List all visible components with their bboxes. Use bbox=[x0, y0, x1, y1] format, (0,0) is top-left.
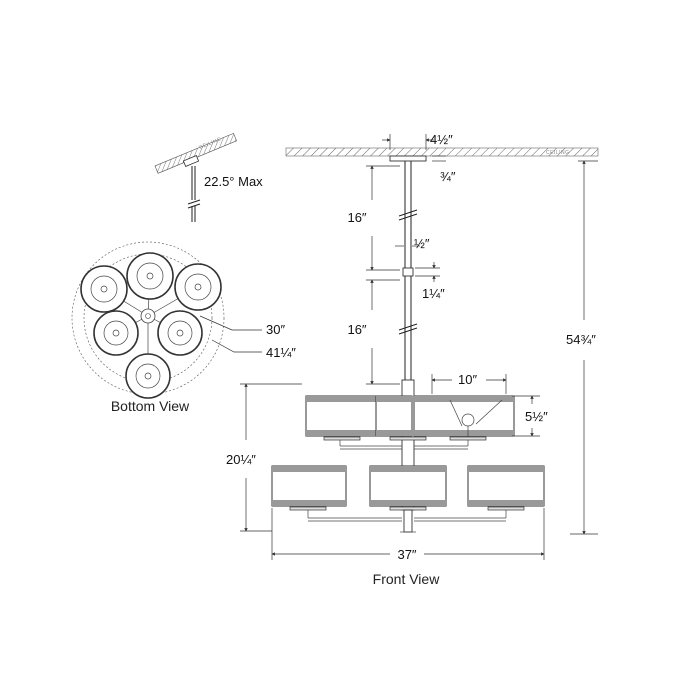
lower-shade-center bbox=[369, 465, 447, 507]
upper-shade-right bbox=[413, 395, 515, 438]
shade-middle-right bbox=[157, 310, 203, 356]
lower-stem-dimension: 16″ bbox=[347, 322, 366, 337]
front-view-caption: Front View bbox=[373, 571, 441, 587]
tilt-detail: CEILING 22.5° Max bbox=[154, 132, 263, 222]
shade-middle-left bbox=[93, 310, 139, 356]
inner-circle-dimension: 30″ bbox=[266, 322, 285, 337]
shade-top-left bbox=[80, 265, 128, 313]
overall-width-dimension: 37″ bbox=[397, 547, 416, 562]
canopy bbox=[389, 155, 427, 162]
bottom-view: 30″ 41¼″ Bottom View bbox=[71, 241, 296, 414]
ceiling-label: CEILING bbox=[546, 150, 570, 156]
upper-shade-center bbox=[375, 395, 413, 437]
upper-stem-dimension: 16″ bbox=[347, 210, 366, 225]
tilt-label: 22.5° Max bbox=[204, 174, 263, 189]
front-view: CEILING 4½″ ¾″ 16″ ½″ bbox=[226, 132, 599, 587]
stem-diameter-dimension: ½″ bbox=[414, 236, 430, 251]
inner-circle-leader bbox=[199, 315, 262, 331]
canopy-width-dimension: 4½″ bbox=[430, 132, 453, 147]
outer-circle-leader bbox=[211, 339, 262, 353]
lower-shade-left bbox=[271, 465, 347, 507]
shade-top-center bbox=[126, 252, 174, 300]
shade-top-right bbox=[174, 263, 222, 311]
overall-height-dimension: 54¾″ bbox=[566, 332, 596, 347]
lower-shade-right bbox=[467, 465, 545, 507]
coupling-dimension: 1¼″ bbox=[422, 286, 445, 301]
canopy-height-dimension: ¾″ bbox=[440, 169, 456, 184]
outer-circle-dimension: 41¼″ bbox=[266, 345, 296, 360]
shade-bottom bbox=[125, 353, 171, 399]
stem-coupling bbox=[402, 267, 414, 277]
bottom-view-caption: Bottom View bbox=[111, 398, 190, 414]
shade-height-dimension: 5½″ bbox=[525, 409, 548, 424]
shade-width-dimension: 10″ bbox=[458, 372, 477, 387]
body-height-dimension: 20¼″ bbox=[226, 452, 256, 467]
outer-circle-outline bbox=[71, 241, 225, 395]
